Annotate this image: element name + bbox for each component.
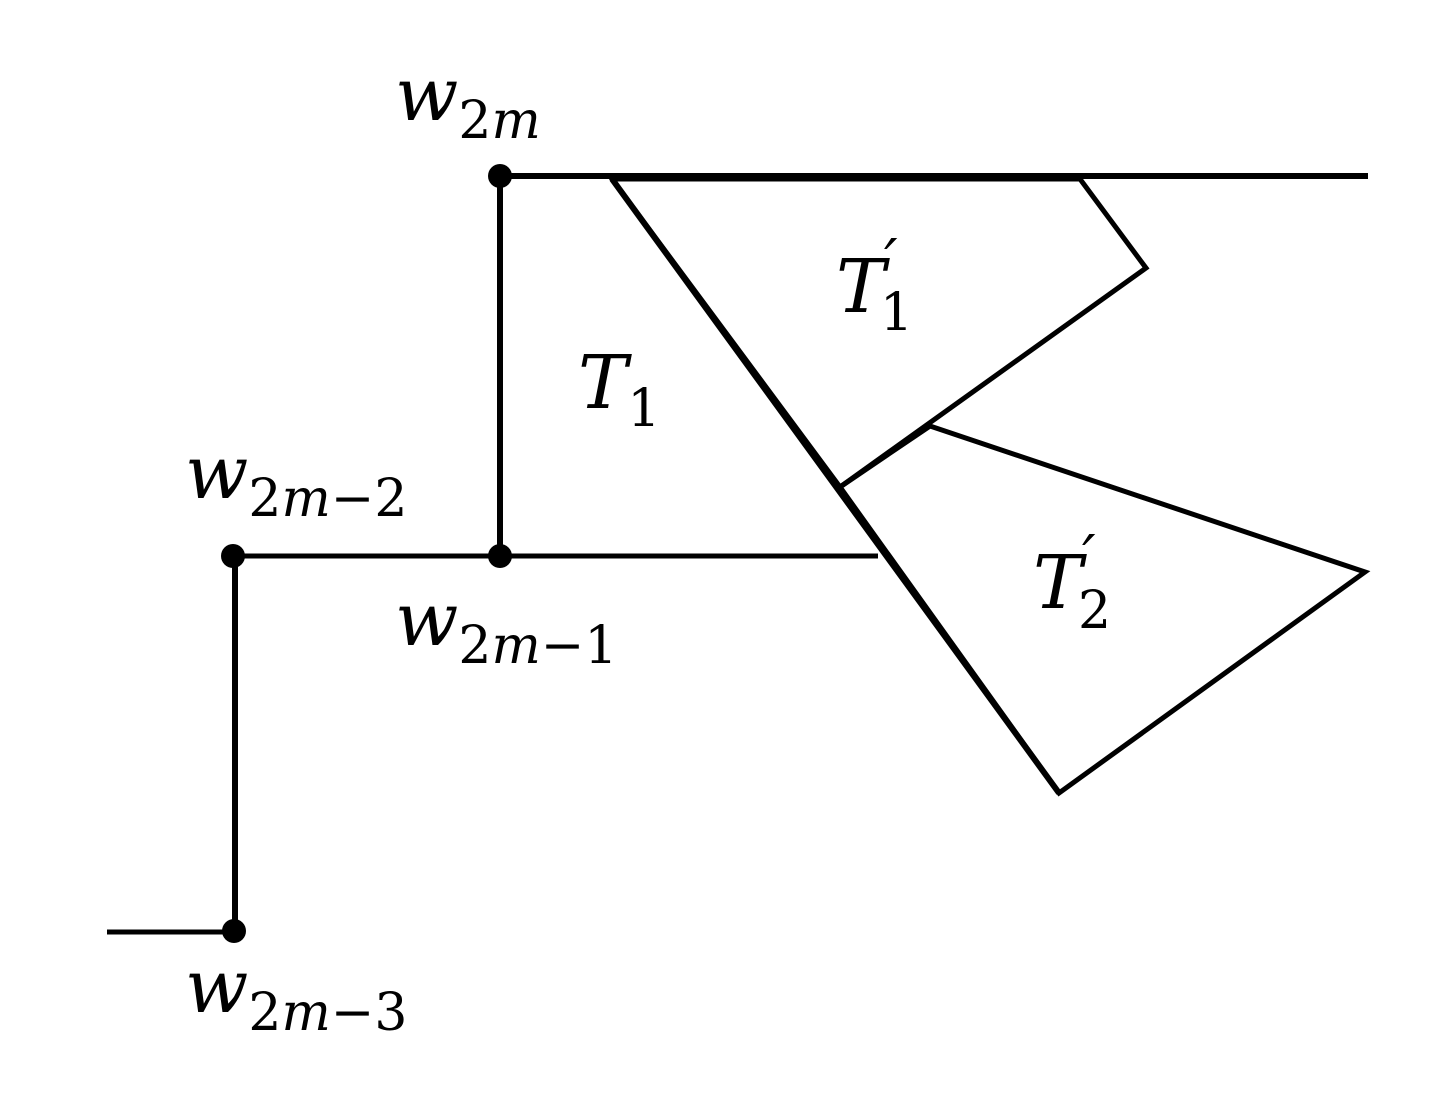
label-w2m-1: w2m−1	[395, 577, 617, 676]
label-w2m-3: w2m−3	[185, 944, 407, 1043]
vertex-w2m-1	[488, 544, 512, 568]
vertex-w2m-3	[222, 919, 246, 943]
triangle-t1-prime	[607, 176, 1150, 491]
label-t1-prime: T ′ 1	[836, 227, 913, 343]
label-w2m-2: w2m−2	[185, 430, 407, 529]
triangle-t2-prime	[836, 423, 1371, 797]
vertex-w2m-2	[221, 544, 245, 568]
label-t1: T1	[578, 340, 660, 439]
label-w2m: w2m	[395, 52, 541, 151]
vertex-w2m	[488, 164, 512, 188]
label-t2-prime: T ′ 2	[1033, 523, 1111, 641]
